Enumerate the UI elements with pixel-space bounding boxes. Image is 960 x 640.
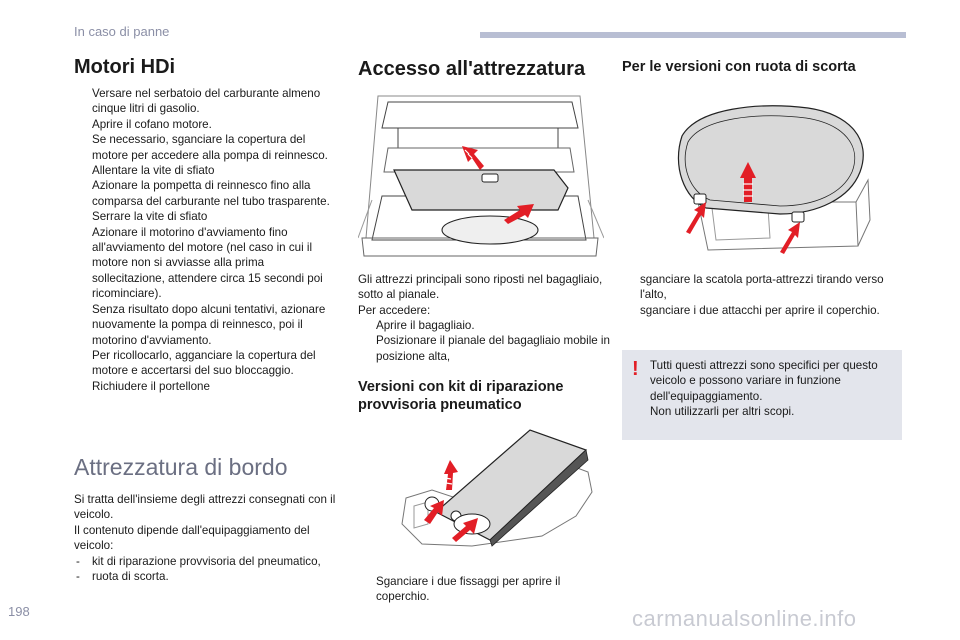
page-number: 198	[8, 604, 30, 619]
warning-text: Tutti questi attrezzi sono specifici per…	[650, 359, 878, 419]
watermark: carmanualsonline.info	[632, 606, 857, 631]
list-item: Aprire il cofano motore.	[92, 117, 212, 131]
list-item: Azionare il motorino d'avviamento fino a…	[92, 225, 323, 301]
repair-kit-illustration	[401, 429, 593, 547]
section-header: In caso di panne	[74, 24, 170, 39]
header-bar	[480, 32, 906, 38]
list-item: Allentare la vite di sfiato	[92, 164, 215, 178]
list-item: Richiudere il portellone	[92, 379, 210, 393]
ruota-steps-list: sganciare la scatola porta-attrezzi tira…	[622, 272, 902, 318]
list-item: Senza risultato dopo alcuni tentativi, a…	[92, 302, 326, 347]
attrezzatura-paragraph-2: Il contenuto dipende dall'equipaggiament…	[74, 524, 310, 553]
list-item: Serrare la vite di sfiato	[92, 210, 208, 224]
list-item: -ruota di scorta.	[76, 570, 169, 584]
heading-accesso-attrezzatura: Accesso all'attrezzatura	[358, 58, 586, 80]
list-item: sganciare i due attacchi per aprire il c…	[640, 303, 880, 317]
accesso-per-accedere: Per accedere:	[358, 304, 431, 317]
accesso-intro: Gli attrezzi principali sono riposti nel…	[358, 273, 603, 302]
accesso-steps-list: Aprire il bagagliaio. Posizionare il pia…	[358, 318, 620, 364]
list-item: -kit di riparazione provvisoria del pneu…	[76, 555, 321, 568]
kit-steps-list: Sganciare i due fissaggi per aprire il c…	[358, 574, 608, 605]
heading-motori-hdi: Motori HDi	[74, 56, 176, 78]
hdi-steps-list: Versare nel serbatoio del carburante alm…	[74, 86, 340, 394]
spare-wheel-illustration	[677, 105, 871, 254]
list-item: Per ricollocarlo, agganciare la copertur…	[92, 348, 316, 378]
attrezzatura-dash-list: -kit di riparazione provvisoria del pneu…	[74, 554, 340, 585]
list-item: sganciare la scatola porta-attrezzi tira…	[640, 273, 884, 302]
heading-ruota-di-scorta: Per le versioni con ruota di scorta	[622, 59, 856, 75]
attrezzatura-paragraph-1: Si tratta dell'insieme degli attrezzi co…	[74, 493, 336, 522]
list-item: Sganciare i due fissaggi per aprire il c…	[376, 575, 561, 604]
list-item: Posizionare il pianale del bagagliaio mo…	[376, 334, 610, 363]
warning-box: ! Tutti questi attrezzi sono specifici p…	[622, 350, 902, 440]
list-item: Aprire il bagagliaio.	[376, 319, 475, 332]
list-item: Versare nel serbatoio del carburante alm…	[92, 87, 321, 116]
heading-kit-riparazione: Versioni con kit di riparazione provviso…	[358, 379, 564, 413]
heading-attrezzatura-di-bordo: Attrezzatura di bordo	[74, 454, 288, 480]
list-item: Azionare la pompetta di reinnesco fino a…	[92, 179, 330, 208]
trunk-illustration	[358, 95, 604, 257]
warning-icon: !	[632, 358, 639, 380]
list-item: Se necessario, sganciare la copertura de…	[92, 133, 328, 162]
